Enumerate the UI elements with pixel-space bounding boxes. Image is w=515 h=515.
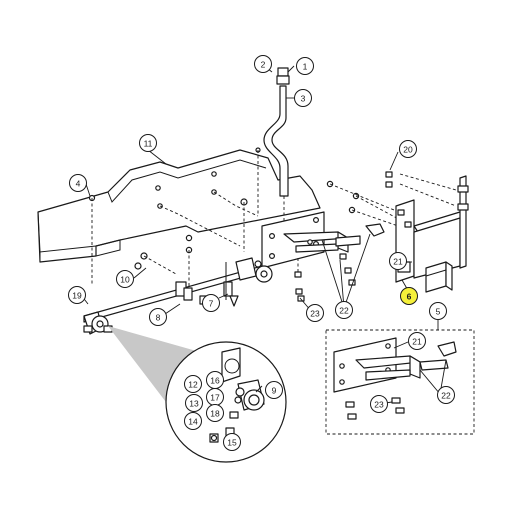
hitch-receiver [385, 171, 469, 293]
callout-circle[interactable] [399, 140, 417, 158]
callout-circle[interactable] [68, 286, 86, 304]
callout-circle[interactable] [265, 381, 283, 399]
callout-circle[interactable] [429, 302, 447, 320]
callout-circle[interactable] [296, 57, 314, 75]
callout-16[interactable]: 16 [206, 371, 224, 389]
callout-circle[interactable] [206, 404, 224, 422]
callout-circle[interactable] [400, 287, 418, 305]
callout-circle[interactable] [408, 332, 426, 350]
callout-3[interactable]: 3 [294, 89, 312, 107]
callout-6-highlighted[interactable]: 6 [400, 287, 418, 305]
callout-circle[interactable] [184, 375, 202, 393]
callout-circle[interactable] [116, 270, 134, 288]
fill-hose [263, 67, 290, 238]
callout-circle[interactable] [206, 371, 224, 389]
callout-15[interactable]: 15 [223, 433, 241, 451]
callout-14[interactable]: 14 [184, 412, 202, 430]
callout-circle[interactable] [206, 388, 224, 406]
mount-plate-left [261, 211, 385, 269]
callout-20[interactable]: 20 [399, 140, 417, 158]
callout-1[interactable]: 1 [296, 57, 314, 75]
shroud-cover [37, 149, 321, 263]
callout-circle[interactable] [185, 394, 203, 412]
callout-12[interactable]: 12 [184, 375, 202, 393]
callout-7[interactable]: 7 [202, 294, 220, 312]
callout-23[interactable]: 23 [306, 304, 324, 322]
callout-2[interactable]: 2 [254, 55, 272, 73]
callout-18[interactable]: 18 [206, 404, 224, 422]
callout-circle[interactable] [389, 252, 407, 270]
callout-19[interactable]: 19 [68, 286, 86, 304]
callout-circle[interactable] [370, 395, 388, 413]
callout-circle[interactable] [335, 301, 353, 319]
callout-10[interactable]: 10 [116, 270, 134, 288]
callout-circle[interactable] [223, 433, 241, 451]
callout-circle[interactable] [139, 134, 157, 152]
spray-boom [83, 257, 273, 335]
callout-circle[interactable] [149, 308, 167, 326]
callout-13[interactable]: 13 [185, 394, 203, 412]
callout-22[interactable]: 22 [335, 301, 353, 319]
callout-circle[interactable] [437, 386, 455, 404]
mount-bolts-left [294, 253, 356, 302]
callout-21[interactable]: 21 [408, 332, 426, 350]
callout-9[interactable]: 9 [265, 381, 283, 399]
callout-circle[interactable] [254, 55, 272, 73]
callout-circle[interactable] [202, 294, 220, 312]
kit-box [325, 329, 475, 435]
callout-21[interactable]: 21 [389, 252, 407, 270]
callout-23[interactable]: 23 [370, 395, 388, 413]
callout-circle[interactable] [184, 412, 202, 430]
callout-circle[interactable] [69, 174, 87, 192]
callout-5[interactable]: 5 [429, 302, 447, 320]
callout-circle[interactable] [294, 89, 312, 107]
callout-11[interactable]: 11 [139, 134, 157, 152]
callout-8[interactable]: 8 [149, 308, 167, 326]
detail-view [108, 326, 287, 463]
callout-22[interactable]: 22 [437, 386, 455, 404]
callout-17[interactable]: 17 [206, 388, 224, 406]
callout-4[interactable]: 4 [69, 174, 87, 192]
callout-circle[interactable] [306, 304, 324, 322]
